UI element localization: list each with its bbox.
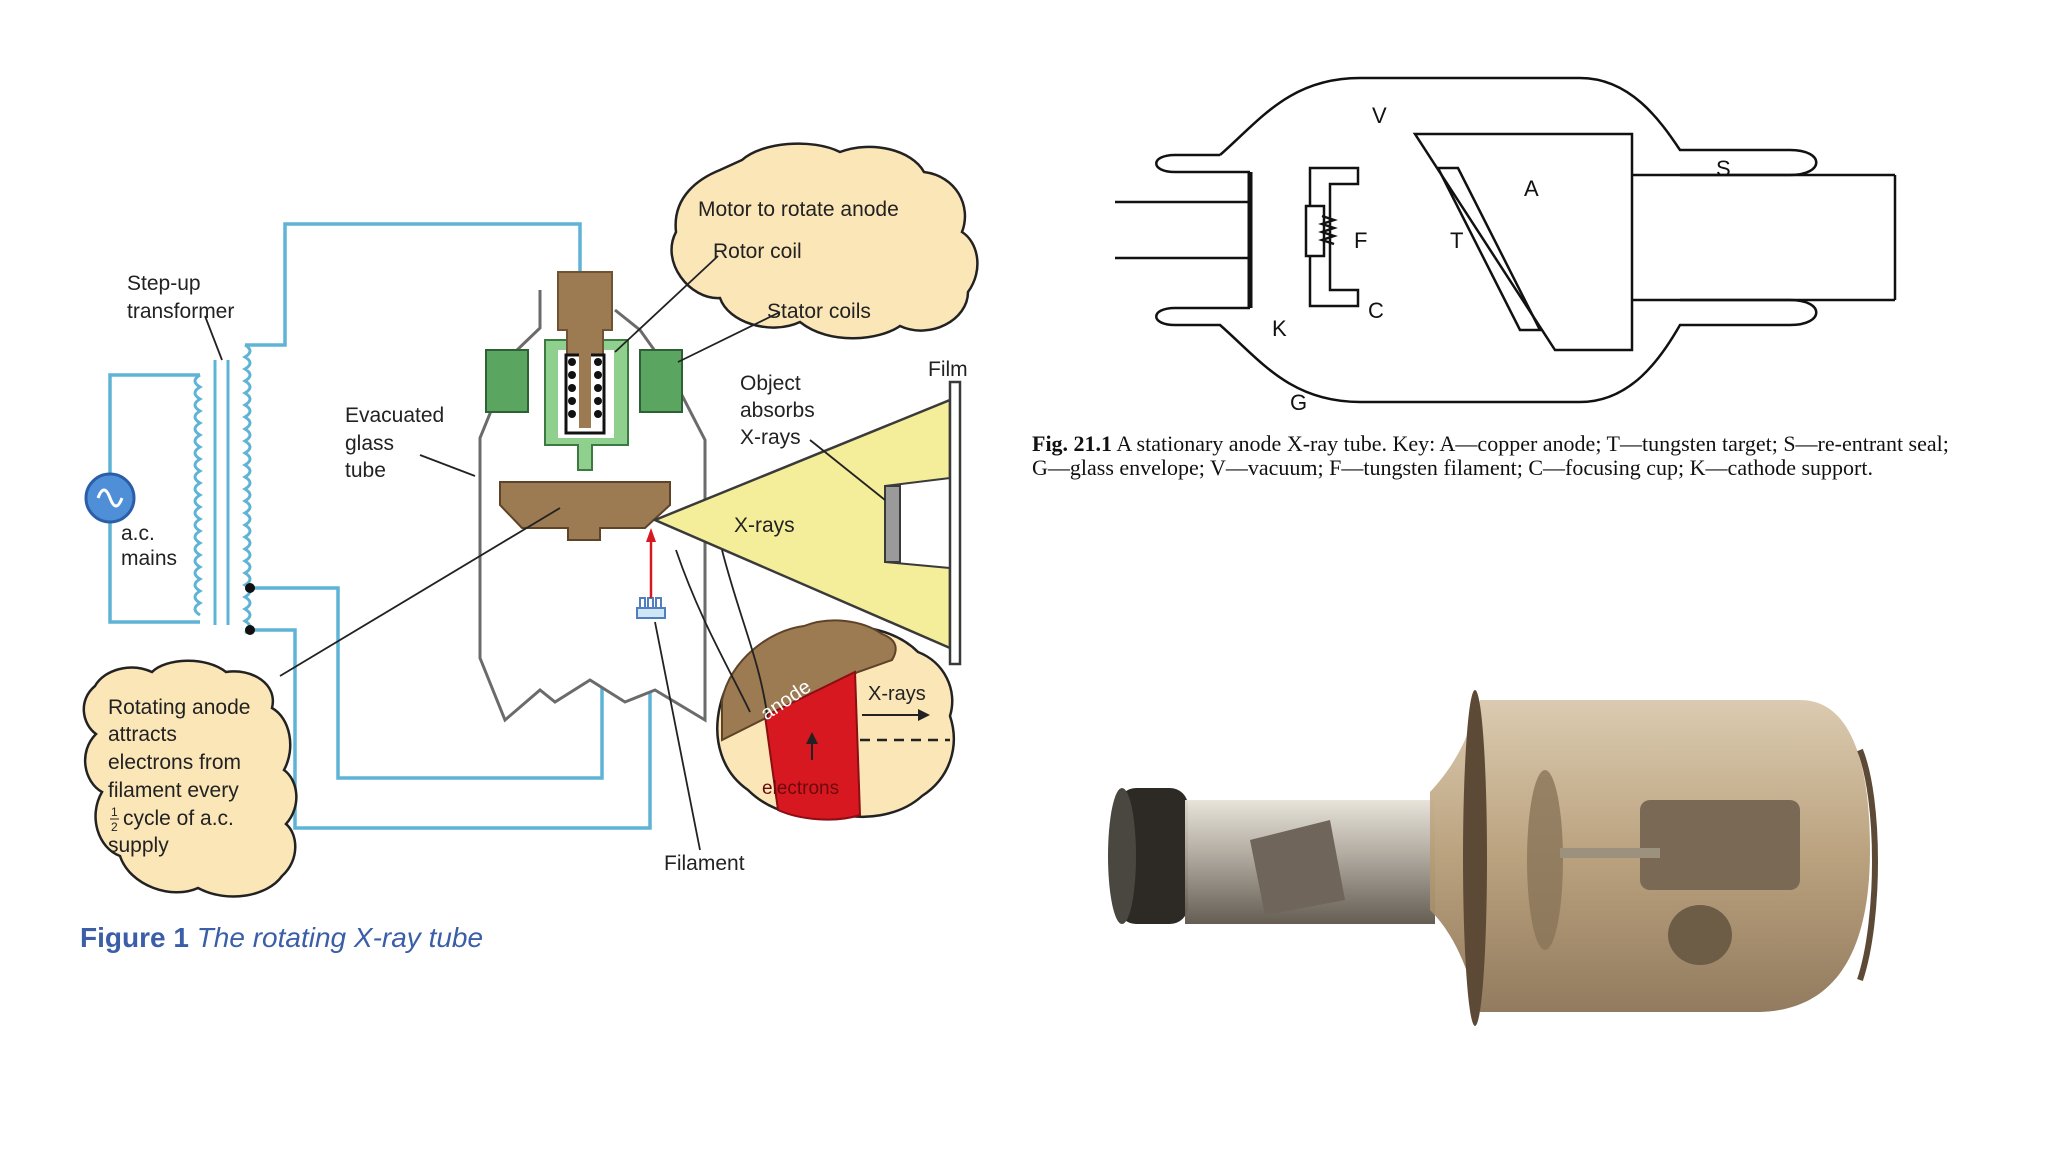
label-T: T xyxy=(1450,228,1463,253)
film-plate xyxy=(948,380,962,666)
photo-bulb-rim xyxy=(1857,748,1878,981)
label-G: G xyxy=(1290,390,1307,415)
label-V: V xyxy=(1372,103,1387,128)
label-object-xrays: X-rays xyxy=(740,426,801,449)
svg-text:2: 2 xyxy=(111,820,118,834)
label-rotor-coil: Rotor coil xyxy=(713,240,802,263)
photo-end-cap-face xyxy=(1108,788,1136,924)
absorbing-object-front xyxy=(884,485,901,563)
label-motor: Motor to rotate anode xyxy=(698,198,899,221)
junction-dot xyxy=(245,625,255,635)
anode-block xyxy=(1412,132,1897,352)
photo-internal-knob xyxy=(1668,905,1732,965)
figure2-caption: Fig. 21.1 A stationary anode X-ray tube.… xyxy=(1032,432,1952,480)
label-rotating-anode-line6: supply xyxy=(108,834,169,857)
stator-coil-right xyxy=(639,349,683,413)
photo-internal-rod xyxy=(1560,848,1660,858)
label-tube: tube xyxy=(345,459,386,482)
label-transformer: transformer xyxy=(127,300,234,323)
label-S: S xyxy=(1716,156,1731,181)
tungsten-target xyxy=(1435,166,1543,332)
rotor-coil-icon xyxy=(564,350,606,435)
stator-coil-left xyxy=(485,349,529,413)
label-rotating-anode-line3: electrons from xyxy=(108,751,241,774)
leader-lines xyxy=(204,255,886,851)
label-C: C xyxy=(1368,298,1384,323)
label-rotating-anode-line5: cycle of a.c. xyxy=(123,807,234,830)
photo-neck-internals xyxy=(1250,820,1345,915)
figure2-caption-number: Fig. 21.1 xyxy=(1032,431,1113,456)
label-filament: Filament xyxy=(664,852,745,875)
label-stator-coils: Stator coils xyxy=(767,300,871,323)
label-electrons-inset: electrons xyxy=(762,778,839,799)
label-absorbs: absorbs xyxy=(740,399,815,422)
cloud-motor xyxy=(670,142,979,340)
label-step-up: Step-up xyxy=(127,272,201,295)
label-K: K xyxy=(1272,316,1287,341)
label-rotating-anode-line1: Rotating anode xyxy=(108,696,250,719)
stationary-anode-tube-diagram: V A S F T C K G xyxy=(1115,76,1897,415)
label-F: F xyxy=(1354,228,1367,253)
figure1-caption-number: Figure 1 xyxy=(80,922,189,953)
filament-icon xyxy=(636,597,666,619)
cloud-rotating-anode xyxy=(82,659,298,898)
rotating-anode-disc xyxy=(499,481,671,541)
label-xrays-inset: X-rays xyxy=(868,683,926,705)
ac-source-icon xyxy=(84,472,136,524)
half-fraction: 1 2 xyxy=(110,805,119,834)
photo-end-cap xyxy=(1118,788,1188,924)
label-glass: glass xyxy=(345,432,394,455)
label-object: Object xyxy=(740,372,801,395)
label-evacuated: Evacuated xyxy=(345,404,444,427)
label-xrays-beam: X-rays xyxy=(734,514,795,537)
junction-dot xyxy=(245,583,255,593)
label-rotating-anode-line4: filament every xyxy=(108,779,239,802)
figure1-caption: Figure 1 The rotating X-ray tube xyxy=(80,922,483,954)
photo-anode-disc xyxy=(1527,770,1563,950)
rotating-xray-tube-diagram: Step-up transformer a.c. mains Motor to … xyxy=(82,142,979,898)
figure2-caption-text: A stationary anode X-ray tube. Key: A—co… xyxy=(1032,431,1949,480)
label-film: Film xyxy=(928,358,968,381)
anode-inset xyxy=(716,619,955,821)
figure1-caption-text: The rotating X-ray tube xyxy=(196,922,484,953)
photo-flange xyxy=(1463,690,1487,1026)
electron-beam-arrow xyxy=(646,528,656,598)
label-A: A xyxy=(1524,176,1539,201)
glass-envelope xyxy=(1155,76,1818,404)
svg-text:1: 1 xyxy=(111,805,118,819)
label-mains: mains xyxy=(121,547,177,570)
transformer-icon xyxy=(193,343,252,635)
photo-internal-cylinder xyxy=(1640,800,1800,890)
label-rotating-anode-line2: attracts xyxy=(108,723,177,746)
cathode-assembly xyxy=(1115,166,1360,308)
label-ac: a.c. xyxy=(121,522,155,545)
